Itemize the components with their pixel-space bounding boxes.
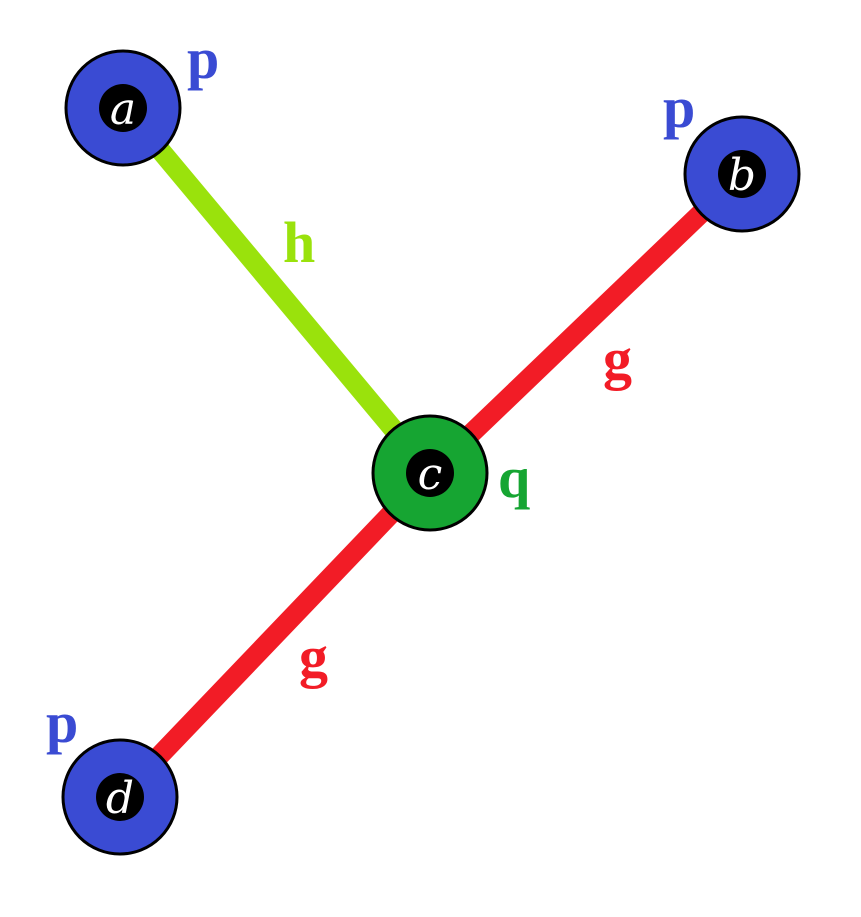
node-d: d — [61, 738, 179, 856]
node-d-type-label: p — [46, 690, 78, 755]
node-a-label: a — [110, 84, 136, 135]
node-a-center-dot — [99, 84, 147, 132]
node-c-label: c — [418, 449, 443, 500]
node-b-label: b — [728, 150, 756, 201]
node-c: c — [371, 414, 489, 532]
edge-label-h: h — [283, 210, 315, 275]
node-b: b — [683, 115, 801, 233]
node-a-type-label: p — [187, 26, 219, 91]
node-d-label: d — [106, 773, 134, 824]
edge-a-c — [117, 101, 438, 480]
edge-label-g-upper: g — [603, 326, 632, 391]
node-c-center-dot — [406, 449, 454, 497]
edge-c-d — [112, 466, 438, 804]
edge-c-b — [423, 166, 749, 481]
node-b-type-label: p — [663, 75, 695, 140]
node-a: a — [64, 49, 182, 167]
edge-label-g-lower: g — [299, 624, 328, 689]
node-c-type-label: q — [498, 445, 530, 510]
node-b-center-dot — [718, 150, 766, 198]
node-d-center-dot — [96, 773, 144, 821]
